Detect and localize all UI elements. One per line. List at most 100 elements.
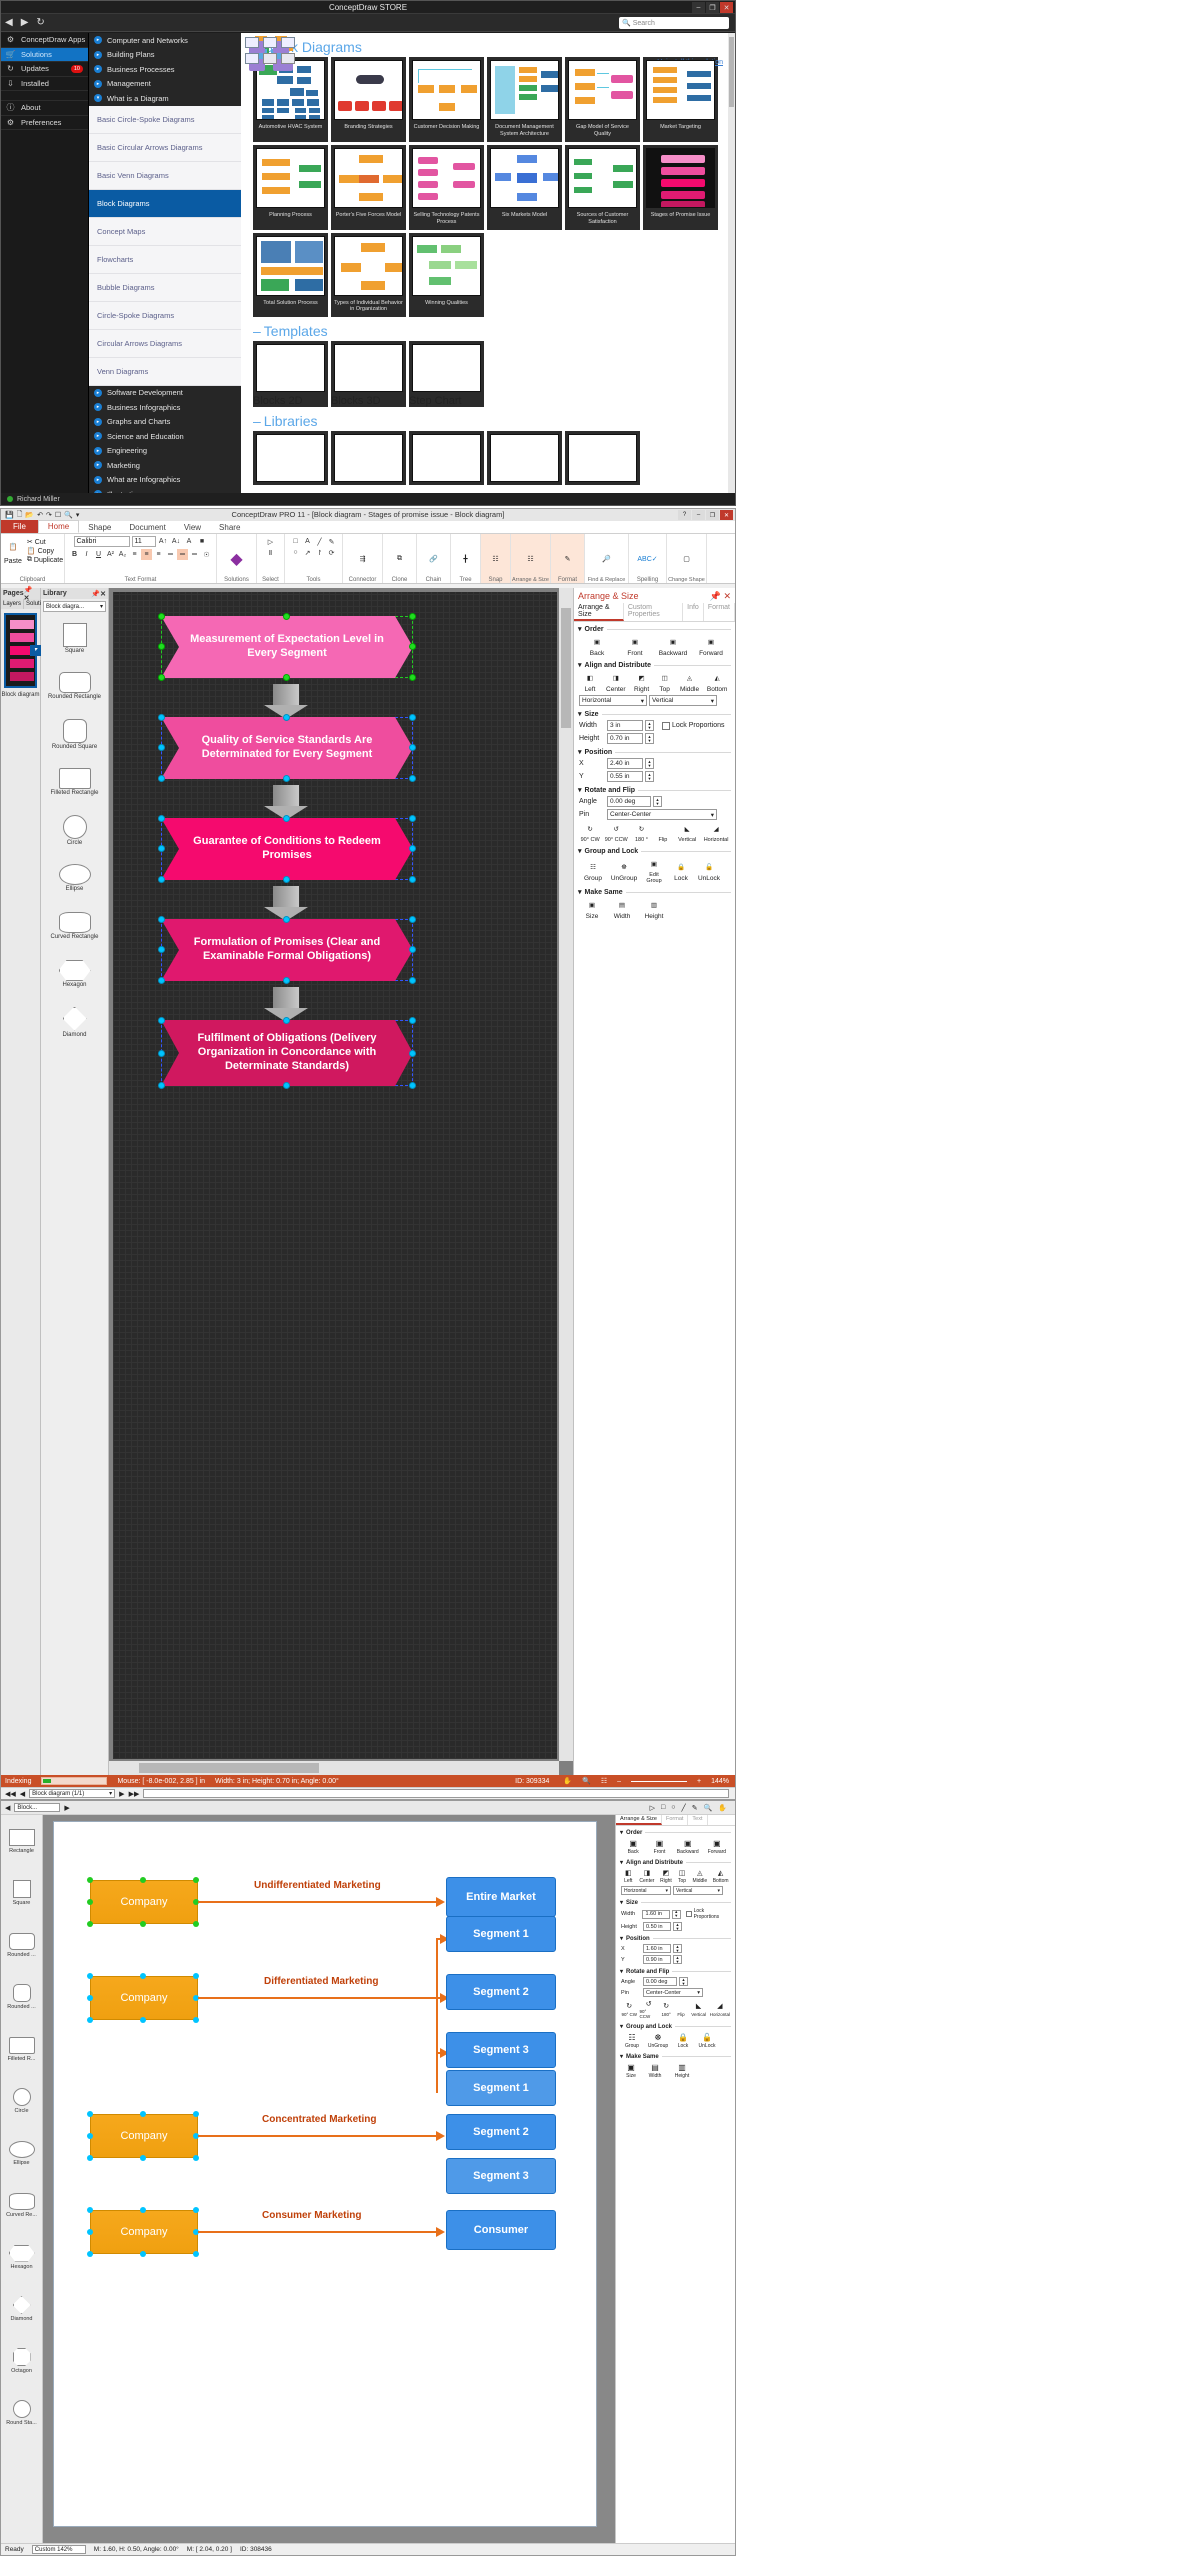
- connector-icon[interactable]: ⇶: [359, 555, 366, 563]
- ribbon-group-clone[interactable]: ⧉ Clone: [383, 534, 417, 583]
- category-building-plans[interactable]: ▸Building Plans: [89, 48, 241, 63]
- tab-share[interactable]: Share: [219, 523, 241, 532]
- store-window-controls[interactable]: – ❐ ✕: [692, 1, 733, 14]
- make-same-height-button[interactable]: ▥Height: [674, 2062, 690, 2080]
- bring-forward-button[interactable]: ▣Forward: [693, 635, 729, 657]
- lib-octagon[interactable]: Octagon: [1, 2335, 42, 2387]
- lib-curved[interactable]: Curved Re...: [1, 2179, 42, 2231]
- distribute-vertical-select[interactable]: Vertical▾: [673, 1886, 723, 1895]
- sidebar-item-preferences[interactable]: ⚙ Preferences: [1, 116, 88, 130]
- collapse-icon[interactable]: ▾: [620, 2054, 624, 2060]
- qat-dropdown-icon[interactable]: ▾: [75, 512, 80, 519]
- tab-home[interactable]: Home: [37, 520, 80, 533]
- line-tool-icon[interactable]: ╱: [681, 1804, 686, 1812]
- duplicate-label[interactable]: Duplicate: [33, 556, 64, 564]
- company-box-row1[interactable]: Company: [90, 1880, 198, 1924]
- lib-square[interactable]: Square: [1, 1867, 42, 1919]
- distribute-vertical-select[interactable]: Vertical▾: [649, 695, 717, 706]
- library-card[interactable]: [245, 37, 406, 486]
- text-tool-icon[interactable]: A: [305, 538, 310, 545]
- lib-rounded-1[interactable]: Rounded ...: [1, 1919, 42, 1971]
- align-left-icon[interactable]: ≡: [132, 551, 137, 558]
- library-item-rounded-square[interactable]: Rounded Square: [41, 710, 108, 758]
- tab-layers[interactable]: Layers: [1, 599, 25, 609]
- tab-arrange-size[interactable]: Arrange & Size: [616, 1815, 662, 1825]
- canvas-shape-3[interactable]: Guarantee of Conditions to Redeem Promis…: [161, 818, 413, 880]
- tree-icon[interactable]: ╋: [463, 555, 468, 563]
- canvas-horizontal-scrollbar[interactable]: [109, 1761, 559, 1775]
- height-stepper[interactable]: ▲▼: [645, 733, 654, 744]
- collapse-icon[interactable]: ▾: [620, 1936, 624, 1942]
- group-button[interactable]: ☷Group: [579, 860, 607, 882]
- help-icon[interactable]: ?: [678, 510, 691, 520]
- angle-input[interactable]: 0.00 deg: [607, 796, 651, 807]
- cut-label[interactable]: Cut: [34, 538, 46, 546]
- sample-card[interactable]: Winning Qualities: [409, 232, 484, 318]
- sample-card[interactable]: Sources of Customer Satisfaction: [565, 144, 640, 230]
- align-center-button[interactable]: ◨Center: [639, 1869, 655, 1885]
- collapse-icon[interactable]: ▾: [620, 1900, 624, 1906]
- arrow-tool-icon[interactable]: ↗: [304, 549, 311, 557]
- height-stepper[interactable]: ▲▼: [673, 1922, 682, 1931]
- chevron-down-icon[interactable]: ▾: [710, 697, 714, 705]
- y-stepper[interactable]: ▲▼: [645, 771, 654, 782]
- lib-rectangle[interactable]: Rectangle: [1, 1815, 42, 1867]
- spelling-icon[interactable]: ABC✓: [637, 555, 658, 563]
- template-card[interactable]: Step Chart: [249, 41, 484, 408]
- align-right-icon[interactable]: ≡: [156, 551, 161, 558]
- scrollbar-thumb[interactable]: [561, 608, 571, 728]
- select-pointer-icon[interactable]: ▷: [267, 538, 274, 546]
- x-stepper[interactable]: ▲▼: [645, 758, 654, 769]
- fit-page-icon[interactable]: ☷: [600, 1778, 608, 1785]
- lib-filleted[interactable]: Filleted R...: [1, 2023, 42, 2075]
- library-item-diamond[interactable]: Diamond: [41, 998, 108, 1046]
- target-box-segment-3[interactable]: Segment 3: [446, 2032, 556, 2068]
- tab-document[interactable]: Document: [129, 523, 166, 532]
- canvas-shape-1[interactable]: Measurement of Expectation Level in Ever…: [161, 616, 413, 678]
- tab-info[interactable]: Info: [683, 603, 704, 621]
- flip-vertical-button[interactable]: ◣Vertical: [691, 2003, 706, 2017]
- win3-tab-block[interactable]: Block...: [14, 1803, 61, 1812]
- solutions-icon[interactable]: ◆: [230, 550, 243, 568]
- sidebar-item-solutions[interactable]: 🛒 Solutions: [1, 47, 88, 62]
- category-business-infographics[interactable]: ▸Business Infographics: [89, 400, 241, 415]
- highlight-icon[interactable]: ■: [199, 538, 205, 545]
- close-icon[interactable]: ✕: [723, 591, 731, 601]
- rotate-180-button[interactable]: ↻180 °: [631, 822, 651, 843]
- change-shape-icon[interactable]: ▢: [683, 555, 690, 563]
- fullscreen-icon[interactable]: ☐: [54, 512, 62, 519]
- library-card[interactable]: [245, 37, 640, 486]
- edit-group-button[interactable]: ▣Edit Group: [641, 857, 667, 884]
- ellipse-tool-icon[interactable]: ○: [293, 549, 298, 556]
- scrollbar-thumb[interactable]: [139, 1763, 319, 1773]
- subcategory-circular-arrows[interactable]: Circular Arrows Diagrams: [89, 330, 241, 358]
- align-right-button[interactable]: ◩Right: [631, 671, 653, 693]
- document-canvas-area[interactable]: Measurement of Expectation Level in Ever…: [109, 588, 573, 1775]
- close-icon[interactable]: ✕: [720, 2, 733, 13]
- increase-font-icon[interactable]: A↑: [158, 538, 168, 545]
- align-middle-button[interactable]: ◬Middle: [677, 671, 703, 693]
- font-family-select[interactable]: Calibri: [73, 536, 130, 547]
- preview-icon[interactable]: 🔍: [64, 512, 73, 519]
- collapse-icon[interactable]: ▾: [578, 889, 582, 896]
- group-button[interactable]: ☷Group: [625, 2032, 639, 2050]
- collapse-icon[interactable]: –: [253, 413, 261, 430]
- tab-view[interactable]: View: [183, 523, 202, 532]
- zoom-level-selector[interactable]: Custom 142%: [31, 2545, 86, 2554]
- win3-document-page[interactable]: Company Undifferentiated Marketing Entir…: [53, 1821, 597, 2527]
- angle-input[interactable]: 0.00 deg: [643, 1977, 677, 1986]
- make-same-size-button[interactable]: ▣Size: [579, 898, 605, 920]
- bring-to-front-button[interactable]: ▣Front: [653, 1838, 666, 1856]
- rotate-ccw-button[interactable]: ↺90° CCW: [639, 2000, 652, 2020]
- rotate-180-button[interactable]: ↻180°: [661, 2003, 671, 2017]
- win3-canvas-area[interactable]: Company Undifferentiated Marketing Entir…: [43, 1815, 615, 2543]
- make-same-width-button[interactable]: ▤Width: [607, 898, 637, 920]
- y-input[interactable]: 0.90 in: [643, 1955, 671, 1964]
- category-graphs-and-charts[interactable]: ▸Graphs and Charts: [89, 415, 241, 430]
- sample-card[interactable]: Selling Technology Patents Process: [409, 144, 484, 230]
- category-what-is-a-diagram[interactable]: ▾What is a Diagram: [89, 91, 241, 106]
- lib-diamond[interactable]: Diamond: [1, 2283, 42, 2335]
- category-business-processes[interactable]: ▸Business Processes: [89, 62, 241, 77]
- canvas-vertical-scrollbar[interactable]: [559, 588, 573, 1761]
- arc-tool-icon[interactable]: ↾: [316, 549, 323, 557]
